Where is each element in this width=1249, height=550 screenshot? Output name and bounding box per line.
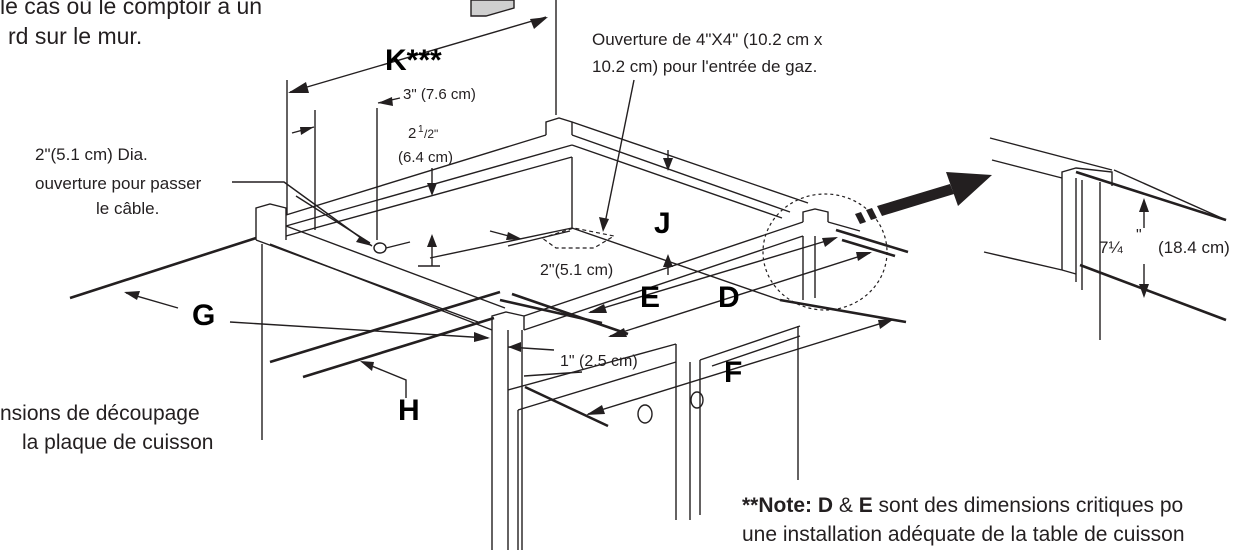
note-e: E [859,494,873,517]
detail-circle [762,193,888,311]
k-label: K*** [385,44,442,77]
cutout-text-1: nsions de découpage [0,402,200,425]
dim-2half-cm: (6.4 cm) [398,149,453,166]
h-label: H [398,394,420,427]
e-dimension-line [589,237,837,313]
top-left-text-line1: le cas où le comptoir a un [0,0,262,19]
dim-3in: 3" (7.6 cm) [403,86,476,103]
cable-leader [232,181,373,247]
dim-2in: 2"(5.1 cm) [540,262,613,279]
base-cabinet [261,244,801,550]
note-rest1: sont des dimensions critiques po [873,494,1184,517]
dim-7quarter-mark: " [1136,227,1142,244]
gas-text-1: Ouverture de 4"X4" (10.2 cm x [592,30,823,49]
cable-text-3: le câble. [96,199,159,218]
note-amp: & [833,494,859,517]
detail-arrow [855,172,992,224]
gas-text-2: 10.2 cm) pour l'entrée de gaz. [592,57,817,76]
dim-2half-sup: 1 [418,124,424,135]
g-label: G [192,299,215,332]
d-label: D [718,281,740,314]
cutout-text-2: la plaque de cuisson [22,431,213,454]
j-label: J [654,207,671,240]
gas-opening [540,227,616,249]
cable-text-2: ouverture pour passer [35,174,202,193]
note-prefix: **Note: [742,494,818,517]
f-dimension-line [587,319,893,415]
dim-2half-whole: 2 [408,125,416,142]
k-dimension-line [289,16,547,93]
dim-2half-den: /2" [424,127,438,141]
f-label: F [724,356,742,389]
countertop-frame [255,117,861,331]
cable-text-1: 2"(5.1 cm) Dia. [35,145,148,164]
cabinet-knob-left [637,404,653,424]
cabinet-knob-right [690,391,704,409]
dim-7quarter: 7¼ [1099,238,1123,257]
e-label: E [640,281,660,314]
dim-1in: 1" (2.5 cm) [560,353,638,370]
dim-7quarter-cm: (18.4 cm) [1158,238,1230,257]
gas-leader [603,79,635,229]
cable-hole [373,242,387,254]
d-dimension-line [609,252,871,337]
wall-stud-block [470,0,515,17]
note-line2: une installation adéquate de la table de… [742,523,1185,546]
top-left-text-line2: rd sur le mur. [8,23,142,49]
note-d: D [818,494,833,517]
note-line1: **Note: D & E sont des dimensions critiq… [742,494,1183,517]
h-leader [361,361,407,398]
detail-view: 7¼ " (18.4 cm) [983,137,1230,340]
